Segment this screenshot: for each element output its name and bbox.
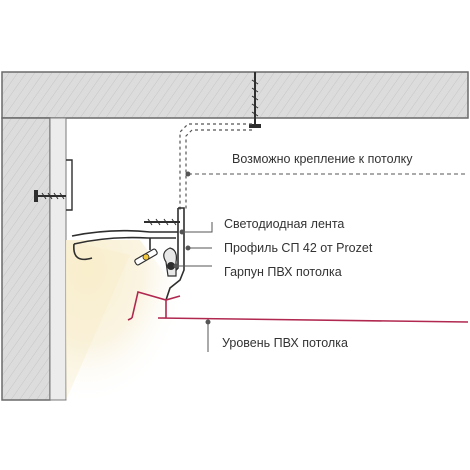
label-harpoon: Гарпун ПВХ потолка xyxy=(224,265,342,279)
pvc-harpoon xyxy=(163,247,177,277)
ceiling-screw xyxy=(249,72,261,128)
light-glow xyxy=(66,240,185,400)
leader-lines xyxy=(173,171,468,352)
profile-sp42 xyxy=(71,207,185,301)
pvc-membrane xyxy=(131,290,469,323)
label-pvc-level: Уровень ПВХ потолка xyxy=(222,336,348,350)
wall-plaster-layer xyxy=(49,117,67,401)
label-ceiling-mount: Возможно крепление к потолку xyxy=(232,152,413,166)
leader-led-strip xyxy=(182,222,213,233)
ceiling-slab xyxy=(1,71,469,119)
light-beam-cone xyxy=(66,240,130,400)
optional-ceiling-bracket xyxy=(179,123,252,210)
led-strip xyxy=(134,248,158,266)
wall xyxy=(1,117,51,401)
optional-ceiling-bracket-inner xyxy=(185,129,252,210)
label-led-strip: Светодиодная лента xyxy=(224,217,344,231)
pvc-membrane-edge xyxy=(127,317,133,321)
profile-screw xyxy=(144,218,180,226)
label-profile: Профиль СП 42 от Prozet xyxy=(224,241,373,255)
wall-screw xyxy=(34,159,73,211)
